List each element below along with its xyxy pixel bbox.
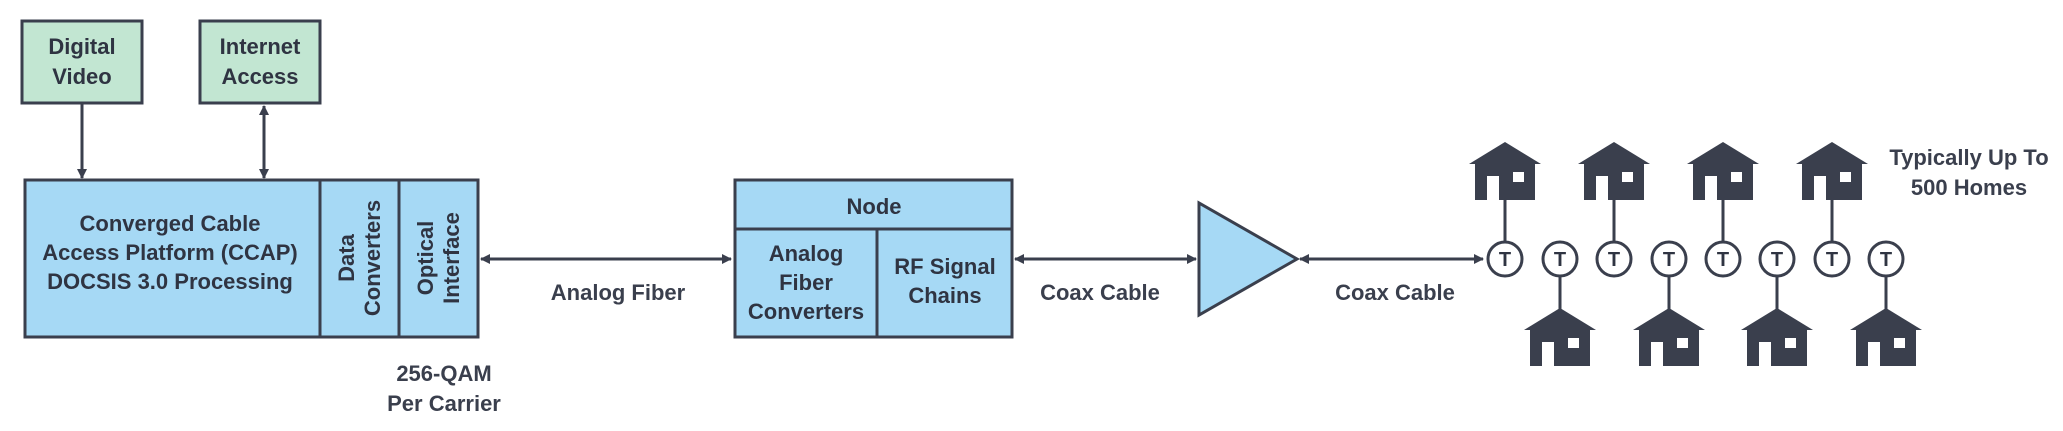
ccap-label-1: Converged Cable xyxy=(80,211,261,236)
house-icon xyxy=(1578,142,1650,200)
tap-icon xyxy=(1704,240,1742,278)
internet-access-label-1: Internet xyxy=(220,34,301,59)
internet-access-box: Internet Access xyxy=(198,19,322,105)
data-converters-label-1: Data xyxy=(334,233,359,281)
tap-label: T xyxy=(1880,249,1892,271)
modulation-label-1: 256-QAM xyxy=(396,361,491,386)
ccap-block: Converged Cable Access Platform (CCAP) D… xyxy=(23,178,480,339)
fiber-converters-label-1: Analog xyxy=(769,241,844,266)
amplifier-icon xyxy=(1197,200,1301,318)
optical-interface-label-2: Interface xyxy=(439,212,464,304)
digital-video-label-1: Digital xyxy=(48,34,115,59)
tap-icon xyxy=(1867,240,1905,278)
coax-cable-1-label: Coax Cable xyxy=(1040,280,1160,305)
fiber-converters-label-2: Fiber xyxy=(779,270,833,295)
node-block: Node Analog Fiber Converters RF Signal C… xyxy=(733,178,1014,339)
rf-chains-label-1: RF Signal xyxy=(894,254,995,279)
tap-icon xyxy=(1650,240,1688,278)
digital-video-label-2: Video xyxy=(52,64,112,89)
rf-chains-label-2: Chains xyxy=(908,283,981,308)
homes-note-1: Typically Up To xyxy=(1889,145,2048,170)
tap-icon xyxy=(1813,240,1851,278)
homes-note-2: 500 Homes xyxy=(1911,175,2027,200)
house-icon xyxy=(1741,308,1813,366)
tap-icon xyxy=(1758,240,1796,278)
tap-label: T xyxy=(1717,249,1729,271)
house-icon xyxy=(1796,142,1868,200)
tap-icon xyxy=(1595,240,1633,278)
ccap-label-2: Access Platform (CCAP) xyxy=(42,240,298,265)
tap-icon xyxy=(1486,240,1524,278)
house-icon xyxy=(1633,308,1705,366)
ccap-label-3: DOCSIS 3.0 Processing xyxy=(47,269,293,294)
tap-label: T xyxy=(1663,249,1675,271)
house-icon xyxy=(1524,308,1596,366)
tap-label: T xyxy=(1499,249,1511,271)
coax-cable-2-label: Coax Cable xyxy=(1335,280,1455,305)
optical-interface-label-1: Optical xyxy=(413,221,438,296)
tap-label: T xyxy=(1826,249,1838,271)
tap-label: T xyxy=(1771,249,1783,271)
tap-label: T xyxy=(1554,249,1566,271)
house-icon xyxy=(1850,308,1922,366)
tap-icon xyxy=(1541,240,1579,278)
digital-video-box: Digital Video xyxy=(20,19,144,105)
house-icon xyxy=(1469,142,1541,200)
house-icon xyxy=(1687,142,1759,200)
node-title: Node xyxy=(847,194,902,219)
fiber-converters-label-3: Converters xyxy=(748,299,864,324)
modulation-label-2: Per Carrier xyxy=(387,391,501,416)
internet-access-label-2: Access xyxy=(221,64,298,89)
data-converters-label-2: Converters xyxy=(360,200,385,316)
tap-label: T xyxy=(1608,249,1620,271)
analog-fiber-label: Analog Fiber xyxy=(551,280,686,305)
